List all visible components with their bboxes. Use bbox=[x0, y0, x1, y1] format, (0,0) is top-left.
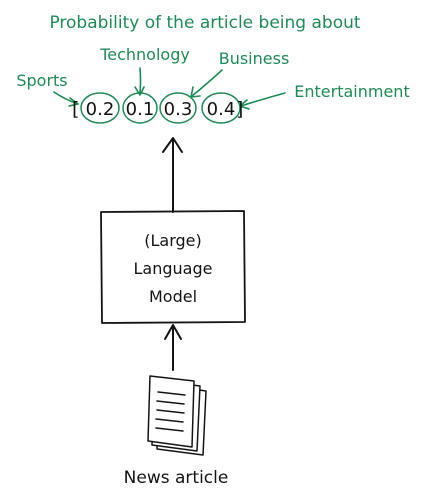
document-stack-icon bbox=[147, 375, 207, 456]
circle-technology bbox=[122, 92, 158, 124]
value-technology: 0.1 bbox=[126, 99, 155, 120]
label-technology: Technology bbox=[99, 45, 190, 64]
value-business: 0.3 bbox=[164, 99, 193, 120]
arrow-model-to-output bbox=[162, 137, 183, 213]
model-label-line3: Model bbox=[149, 287, 197, 306]
arrow-technology-head bbox=[134, 86, 145, 96]
label-entertainment: Entertainment bbox=[294, 82, 409, 101]
value-entertainment: 0.4 bbox=[207, 99, 236, 120]
input-label: News article bbox=[124, 468, 229, 488]
arrow-input-to-model bbox=[164, 324, 182, 371]
label-business: Business bbox=[219, 49, 290, 68]
diagram-title: Probability of the article being about bbox=[49, 13, 360, 33]
model-label-line1: (Large) bbox=[144, 231, 202, 250]
circle-entertainment bbox=[201, 92, 241, 124]
model-label-line2: Language bbox=[134, 259, 213, 278]
arrow-entertainment bbox=[240, 92, 286, 107]
circle-sports bbox=[80, 92, 120, 124]
vector-open-bracket: [ bbox=[72, 98, 79, 120]
circle-business bbox=[159, 92, 197, 124]
vector-close-bracket: ] bbox=[236, 98, 243, 120]
value-sports: 0.2 bbox=[86, 99, 115, 120]
arrow-business bbox=[191, 69, 223, 97]
model-box bbox=[100, 210, 246, 324]
label-sports: Sports bbox=[16, 71, 67, 90]
value-circles bbox=[80, 92, 241, 124]
arrow-sports-head bbox=[68, 97, 79, 107]
arrow-technology bbox=[139, 67, 142, 95]
